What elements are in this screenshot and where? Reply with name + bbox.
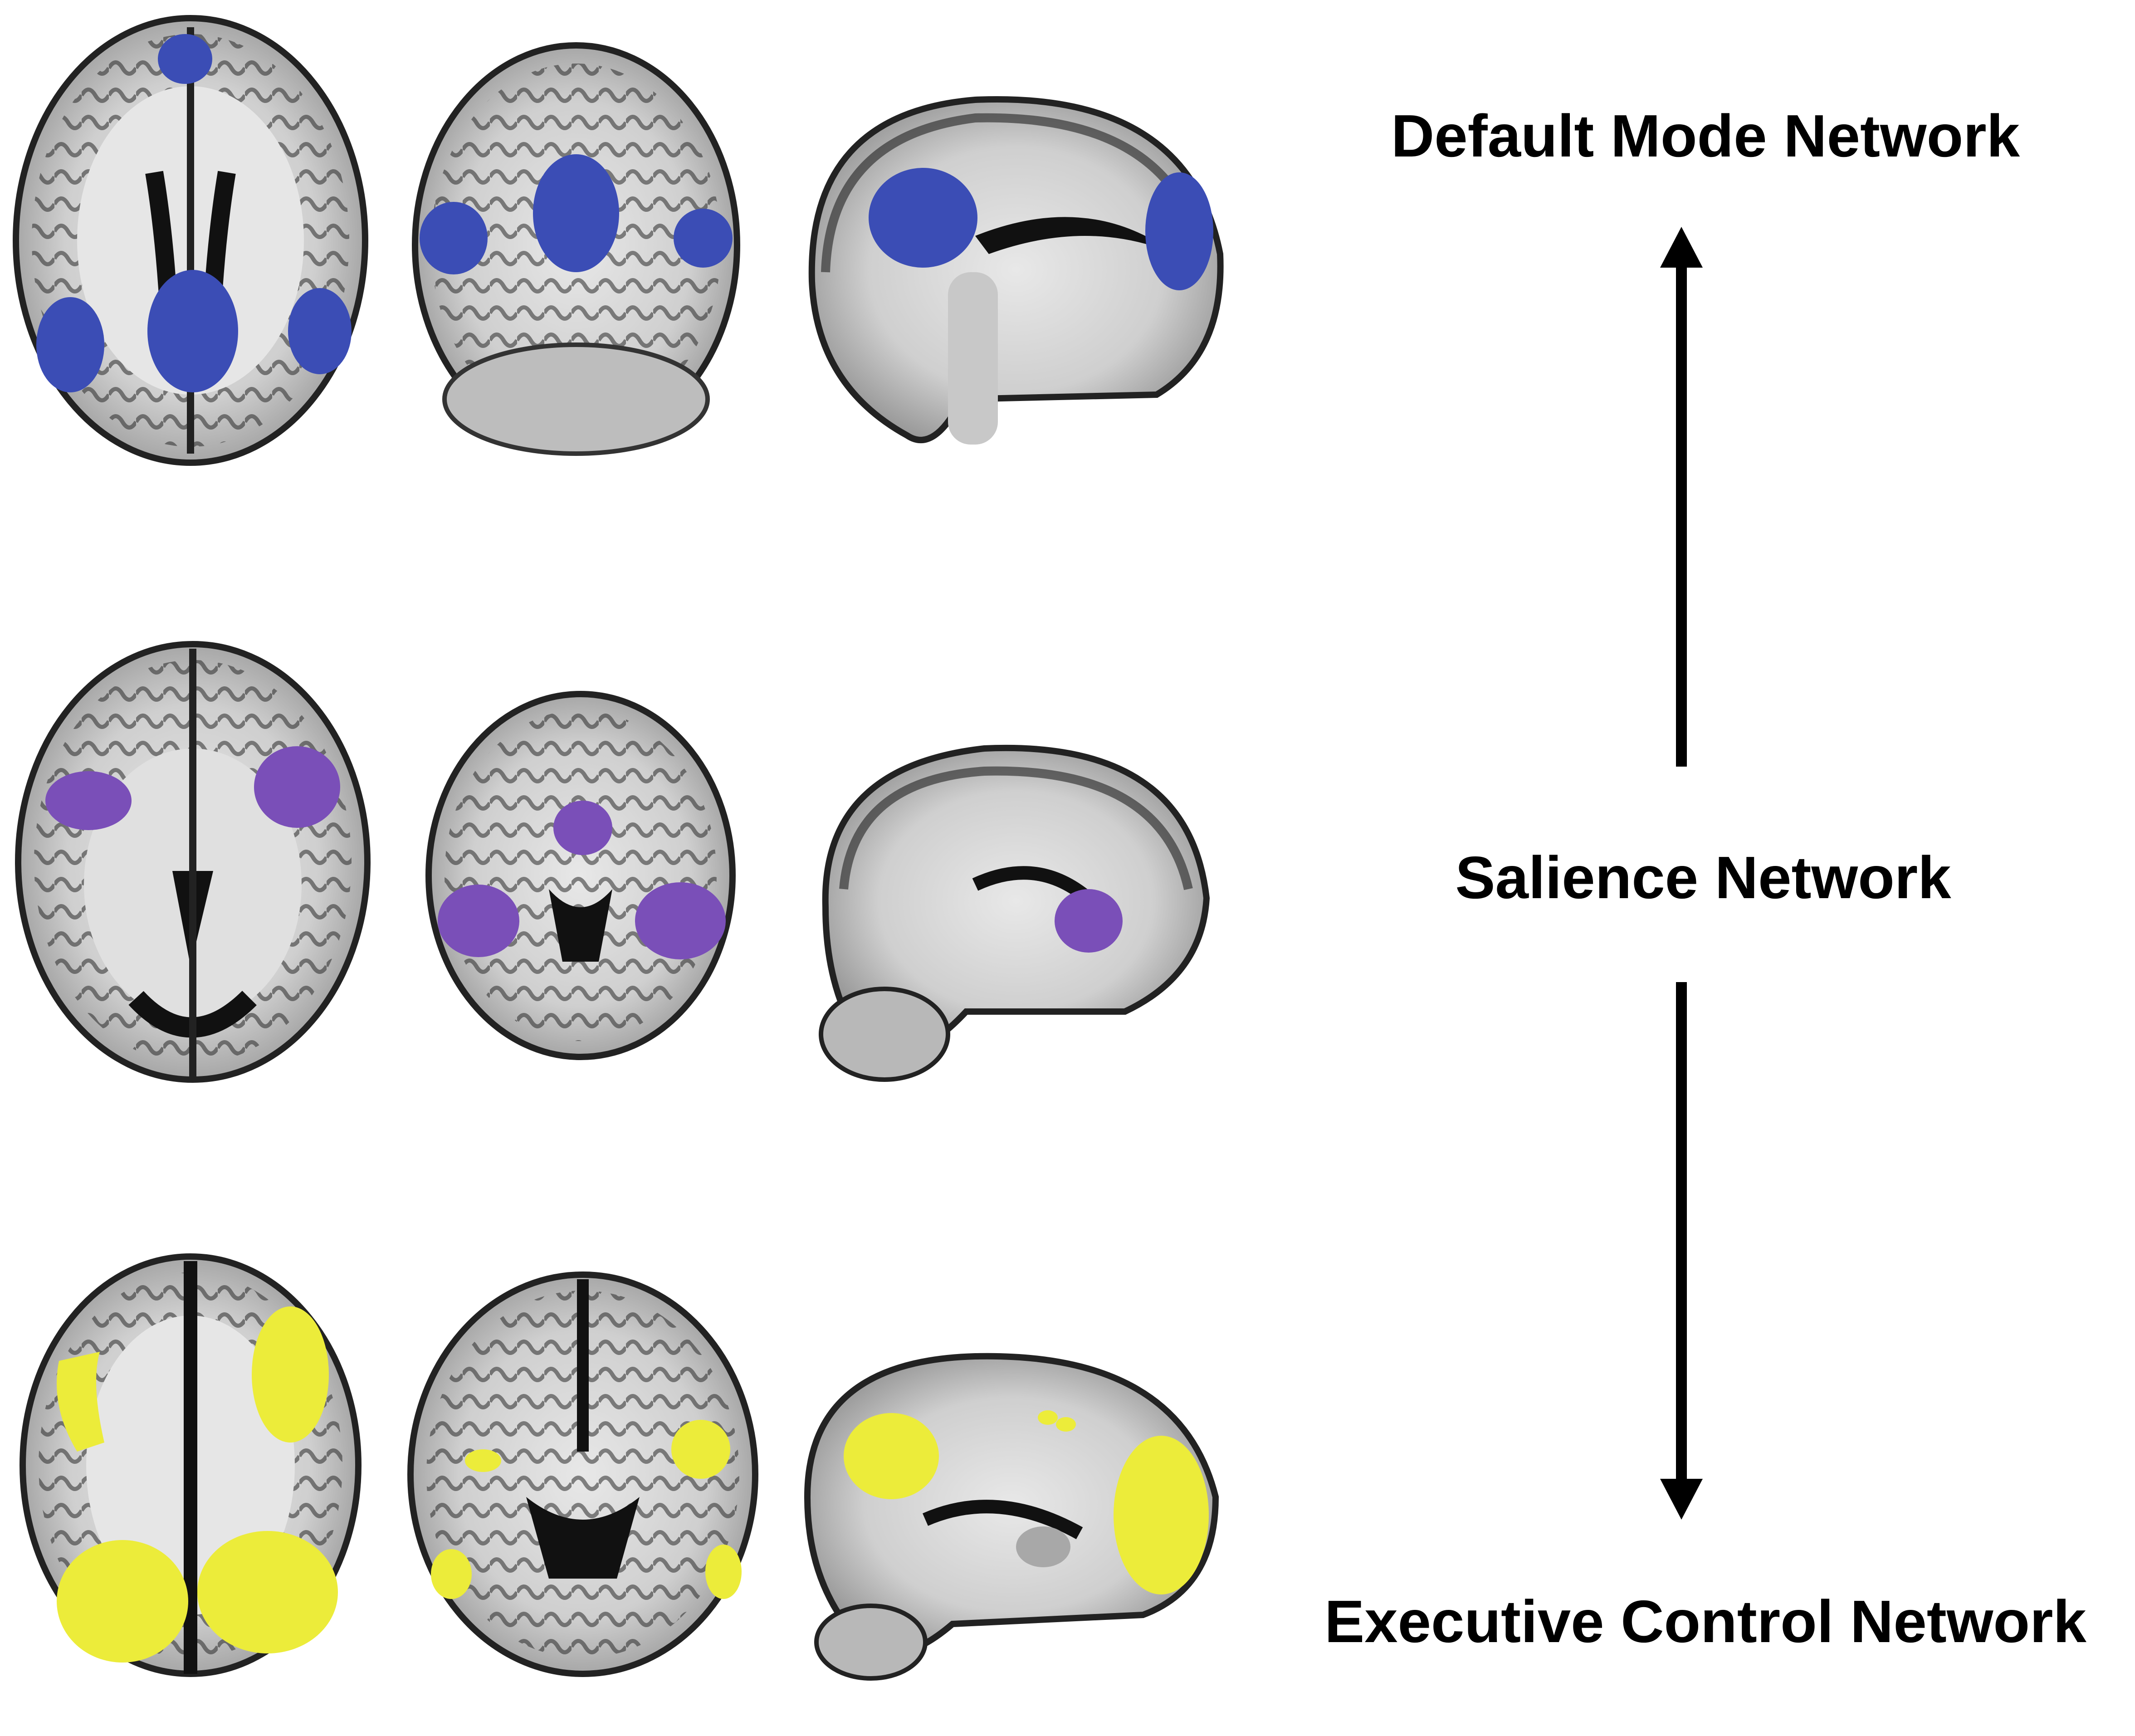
arrow-down bbox=[1660, 982, 1703, 1520]
dmn-coronal-region bbox=[533, 154, 619, 272]
salience-axial-region bbox=[45, 771, 132, 830]
ecn-sagittal-region bbox=[1114, 1436, 1209, 1594]
salience-axial-slice bbox=[15, 641, 371, 1083]
ecn-axial-region bbox=[57, 1352, 104, 1452]
dmn-row bbox=[13, 15, 1224, 466]
dmn-coronal-region bbox=[674, 209, 733, 268]
salience-axial-region bbox=[254, 746, 340, 828]
salience-sagittal-region bbox=[1055, 889, 1123, 953]
ecn-sagittal-region bbox=[844, 1413, 939, 1499]
dmn-axial-region bbox=[36, 297, 104, 392]
salience-sagittal-slice bbox=[819, 745, 1210, 1082]
dmn-axial-region bbox=[288, 288, 352, 374]
ecn-coronal-region bbox=[671, 1420, 730, 1479]
ecn-axial-slice bbox=[20, 1253, 362, 1677]
ecn-sagittal-region bbox=[1056, 1417, 1076, 1432]
ecn-row bbox=[20, 1253, 1219, 1681]
dmn-coronal-slice bbox=[412, 42, 740, 456]
ecn-coronal-slice bbox=[407, 1271, 758, 1677]
salience-row bbox=[15, 641, 1210, 1083]
dmn-axial-slice bbox=[13, 15, 368, 466]
dmn-axial-region bbox=[147, 270, 238, 392]
ecn-coronal-region bbox=[431, 1549, 472, 1599]
salience-coronal-region bbox=[553, 801, 612, 855]
ecn-sagittal-slice bbox=[804, 1353, 1219, 1681]
dmn-axial-region bbox=[158, 34, 212, 84]
label-executive-control-network: Executive Control Network bbox=[1324, 1588, 2086, 1655]
dmn-sagittal-slice bbox=[808, 96, 1224, 445]
ecn-axial-region bbox=[197, 1531, 338, 1653]
salience-coronal-region bbox=[635, 882, 726, 959]
salience-coronal-slice bbox=[425, 691, 736, 1060]
salience-coronal-region bbox=[438, 885, 519, 957]
dmn-sagittal-region bbox=[1145, 172, 1213, 290]
ecn-sagittal-region bbox=[1038, 1410, 1058, 1425]
label-default-mode-network: Default Mode Network bbox=[1391, 103, 2020, 169]
dmn-coronal-region bbox=[420, 202, 488, 274]
brain-slices-panel bbox=[13, 15, 1224, 1681]
ecn-coronal-region bbox=[465, 1449, 501, 1472]
ecn-coronal-region bbox=[705, 1545, 742, 1599]
ecn-axial-region bbox=[57, 1540, 188, 1663]
ecn-axial-region bbox=[252, 1306, 329, 1443]
dmn-sagittal-region bbox=[869, 168, 977, 268]
arrow-up bbox=[1660, 227, 1703, 767]
label-salience-network: Salience Network bbox=[1455, 844, 1951, 911]
